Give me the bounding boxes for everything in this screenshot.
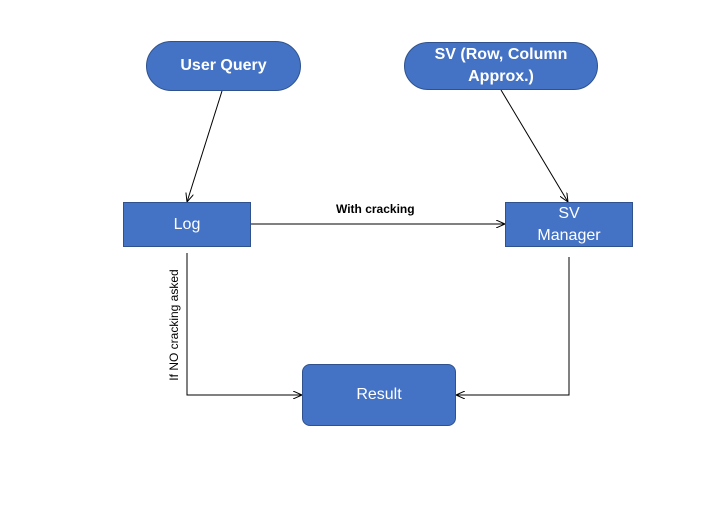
edge-label-no-cracking: If NO cracking asked <box>167 269 181 381</box>
node-result-label: Result <box>356 386 402 404</box>
arrow-log-to-result <box>186 253 302 395</box>
node-user-query-label: User Query <box>180 57 267 75</box>
arrow-sv-to-svmanager <box>500 89 568 202</box>
node-log-label: Log <box>173 215 201 233</box>
node-log: Log <box>123 202 251 247</box>
node-sv-manager: SV Manager <box>505 202 633 247</box>
node-sv-row-column: SV (Row, Column Approx.) <box>404 42 598 90</box>
node-sv-manager-label: SV Manager <box>537 204 601 244</box>
node-sv-row-column-label: SV (Row, Column Approx.) <box>434 46 568 85</box>
edge-label-with-cracking: With cracking <box>336 202 415 216</box>
arrow-userquery-to-log <box>187 90 223 202</box>
node-result: Result <box>302 364 456 426</box>
node-user-query: User Query <box>146 41 301 91</box>
arrow-svmanager-to-result <box>456 257 570 395</box>
